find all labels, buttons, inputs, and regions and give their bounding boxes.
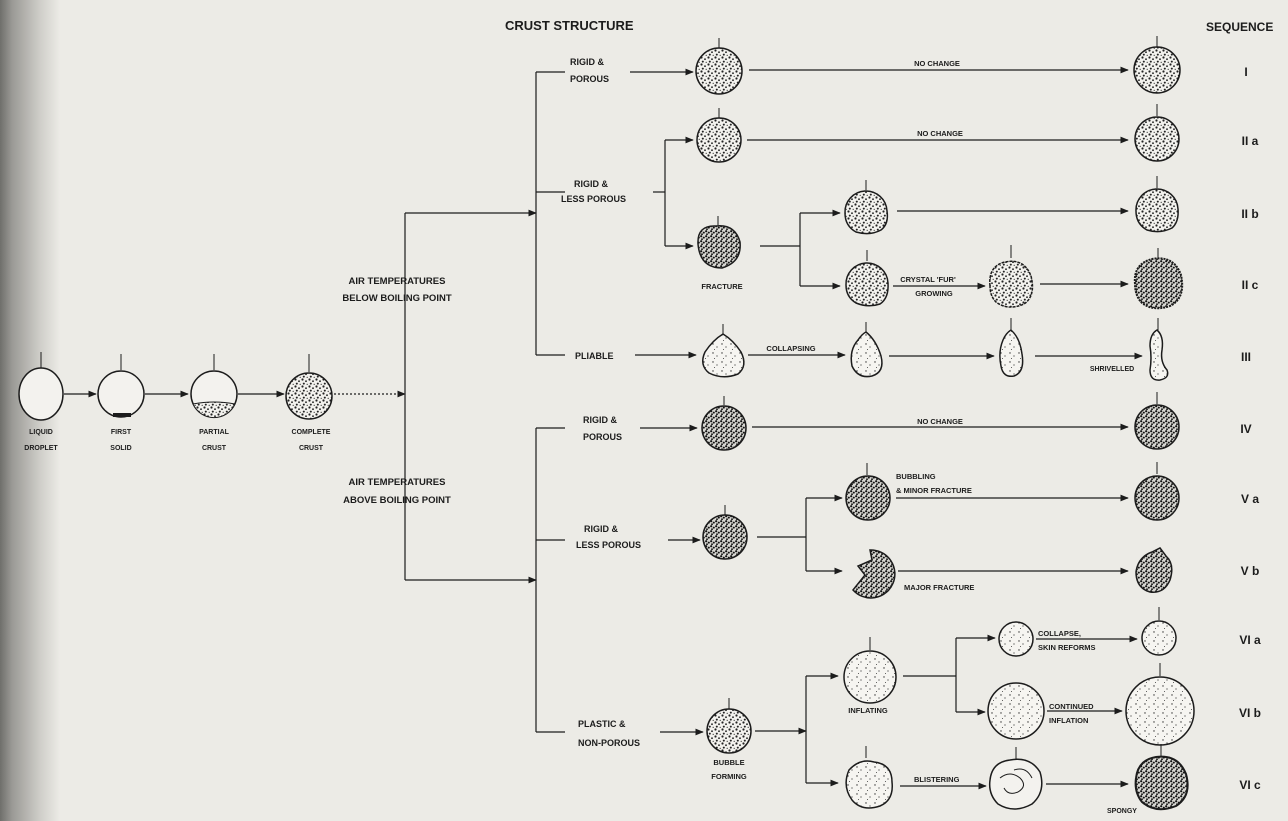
row-va-particle-end — [1134, 462, 1180, 521]
row-iic-particle-end — [1133, 248, 1184, 310]
rigid-porous-2-label-2: POROUS — [583, 432, 622, 442]
fracture-label: FRACTURE — [701, 282, 742, 291]
row-iii-particle-mid — [850, 322, 883, 378]
plastic-non-porous-label-1: PLASTIC & — [578, 719, 626, 729]
collapse-skin-label-1: COLLAPSE, — [1038, 629, 1081, 638]
row-via-particle-end — [1141, 607, 1177, 656]
rigid-less-porous-1-label-1: RIGID & — [574, 179, 609, 189]
row-iv-no-change-label: NO CHANGE — [917, 417, 963, 426]
below-boiling-label-2: BELOW BOILING POINT — [342, 293, 451, 304]
major-fracture-label: MAJOR FRACTURE — [904, 583, 974, 592]
liquid-droplet-label-2: DROPLET — [24, 445, 58, 452]
row-iib-particle-end — [1135, 176, 1179, 233]
fracture-particle — [697, 216, 741, 269]
stage-liquid-droplet: LIQUID DROPLET — [18, 352, 64, 452]
row-vib-particle-mid — [987, 682, 1045, 740]
sequence-label-va: V a — [1241, 492, 1259, 506]
sequence-label-iic: II c — [1242, 278, 1259, 292]
row-iii-particle-late — [999, 318, 1024, 378]
row-va-particle-mid — [845, 463, 891, 521]
sequence-label-via: VI a — [1239, 633, 1261, 647]
crust-structure-heading: CRUST STRUCTURE — [505, 18, 634, 33]
row-vb-particle-mid — [852, 549, 896, 599]
pliable-label: PLIABLE — [575, 351, 614, 361]
rigid-less-porous-2-label-2: LESS POROUS — [576, 540, 641, 550]
sequence-label-i: I — [1244, 65, 1247, 79]
inflating-particle — [843, 637, 897, 704]
spongy-label: SPONGY — [1107, 808, 1137, 815]
plastic-non-porous-label-2: NON-POROUS — [578, 738, 640, 748]
complete-crust-label-1: COMPLETE — [292, 429, 331, 436]
sequence-label-iii: III — [1241, 350, 1251, 364]
crystal-fur-label-2: GROWING — [915, 289, 953, 298]
continued-inflation-label-1: CONTINUED — [1049, 702, 1094, 711]
below-boiling-label-1: AIR TEMPERATURES — [349, 276, 446, 287]
sequence-label-vib: VI b — [1239, 706, 1261, 720]
row-iii-particle-start — [702, 324, 745, 378]
row-v-particle-start — [702, 505, 748, 560]
stage-complete-crust: COMPLETE CRUST — [285, 354, 333, 452]
row-iia-particle-start — [696, 108, 742, 163]
crystal-fur-label-1: CRYSTAL 'FUR' — [900, 275, 956, 284]
shrivelled-label: SHRIVELLED — [1090, 366, 1134, 373]
collapse-skin-label-2: SKIN REFORMS — [1038, 643, 1096, 652]
row-iv-particle-end — [1134, 392, 1180, 450]
sequence-heading: SEQUENCE — [1206, 20, 1273, 34]
row-iib-particle-mid — [844, 180, 889, 235]
sequence-column: I II a II b II c III IV V a V b VI a VI … — [1239, 65, 1261, 792]
sequence-label-vb: V b — [1241, 564, 1260, 578]
collapsing-label: COLLAPSING — [766, 344, 815, 353]
row-iia-particle-end — [1134, 104, 1180, 162]
row-iic-particle-mid — [845, 250, 889, 307]
row-iic-particle-fur — [989, 245, 1034, 308]
blistering-label: BLISTERING — [914, 775, 960, 784]
first-solid-label-1: FIRST — [111, 429, 132, 436]
rigid-less-porous-1-label-2: LESS POROUS — [561, 194, 626, 204]
bubble-forming-label-2: FORMING — [711, 772, 747, 781]
liquid-droplet-label-1: LIQUID — [29, 429, 53, 436]
row-vb-particle-end — [1135, 547, 1173, 593]
row-iii-particle-end — [1149, 318, 1169, 381]
bubbling-label-2: & MINOR FRACTURE — [896, 486, 972, 495]
bubbling-label-1: BUBBLING — [896, 472, 936, 481]
row-i-particle-end — [1133, 36, 1181, 94]
row-vic-particle-end — [1134, 744, 1189, 811]
bubble-forming-label-1: BUBBLE — [713, 758, 744, 767]
above-boiling-label-2: ABOVE BOILING POINT — [343, 495, 451, 506]
stage-partial-crust: PARTIAL CRUST — [190, 354, 238, 452]
row-vic-particle-mid — [845, 746, 893, 809]
row-via-particle-mid — [998, 621, 1034, 657]
stage-first-solid: FIRST SOLID — [97, 354, 145, 452]
above-boiling-label-1: AIR TEMPERATURES — [349, 477, 446, 488]
row-i-no-change-label: NO CHANGE — [914, 59, 960, 68]
inflating-label: INFLATING — [848, 706, 888, 715]
partial-crust-label-1: PARTIAL — [199, 429, 230, 436]
sequence-label-iia: II a — [1242, 134, 1259, 148]
bubble-forming-particle — [706, 698, 752, 754]
sequence-label-iv: IV — [1240, 422, 1251, 436]
sequence-label-iib: II b — [1241, 207, 1258, 221]
rigid-porous-2-label-1: RIGID & — [583, 415, 618, 425]
row-vic-particle-blister — [988, 747, 1043, 810]
row-iia-no-change-label: NO CHANGE — [917, 129, 963, 138]
rigid-less-porous-2-label-1: RIGID & — [584, 524, 619, 534]
sequence-label-vic: VI c — [1239, 778, 1261, 792]
row-i-particle-start — [695, 38, 743, 95]
rigid-porous-1-label-1: RIGID & — [570, 57, 605, 67]
complete-crust-label-2: CRUST — [299, 445, 324, 452]
row-vib-particle-end — [1125, 663, 1195, 746]
partial-crust-label-2: CRUST — [202, 445, 227, 452]
continued-inflation-label-2: INFLATION — [1049, 716, 1088, 725]
row-iv-particle-start — [701, 396, 747, 451]
rigid-porous-1-label-2: POROUS — [570, 74, 609, 84]
first-solid-label-2: SOLID — [110, 445, 131, 452]
